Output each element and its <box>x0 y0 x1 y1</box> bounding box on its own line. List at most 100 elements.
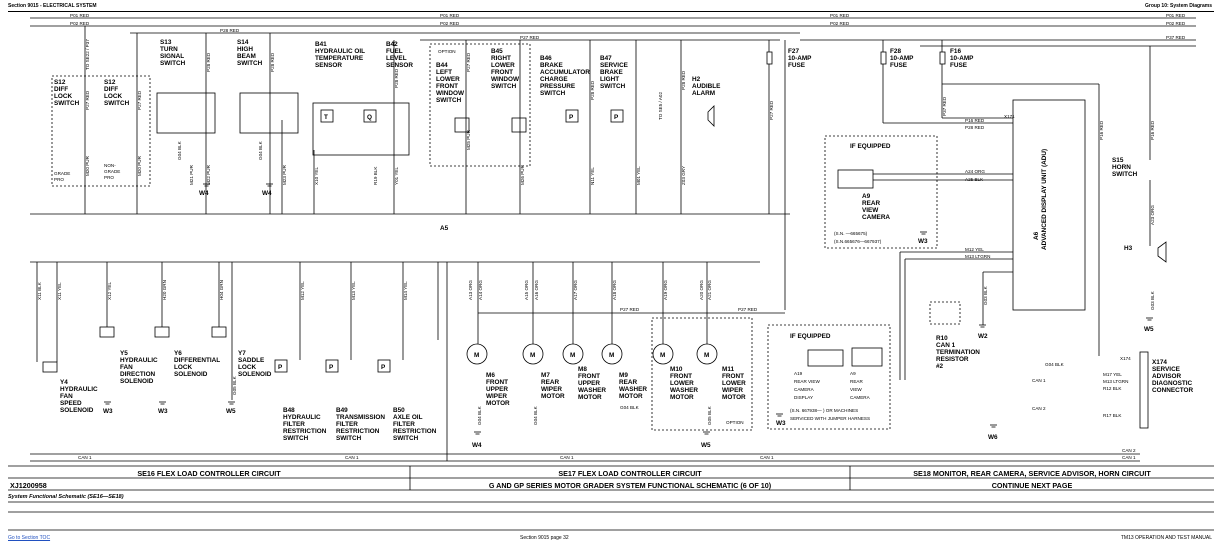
wire-label: M12 YEL <box>300 281 305 300</box>
svg-text:FUEL: FUEL <box>386 48 403 55</box>
wire-label: P28 RED <box>206 52 211 72</box>
a9-camera-label: IF EQUIPPED A9 REAR VIEW CAMERA (S.N. —6… <box>834 143 891 244</box>
m8-label: M8 FRONT UPPER WASHER MOTOR <box>578 366 606 401</box>
svg-text:HYDRAULIC: HYDRAULIC <box>283 414 321 421</box>
svg-text:RESTRICTION: RESTRICTION <box>283 428 327 435</box>
svg-text:SWITCH: SWITCH <box>540 90 566 97</box>
temp-sensor-t: T <box>324 114 328 121</box>
x174-label: X174 SERVICE ADVISOR DIAGNOSTIC CONNECTO… <box>1152 359 1193 394</box>
svg-text:(S.N. 667938— ) OR MACHINES: (S.N. 667938— ) OR MACHINES <box>790 408 858 413</box>
can-label: CAN 2 <box>1032 406 1046 411</box>
svg-text:LOWER: LOWER <box>436 76 460 83</box>
wire-label: G05 BLK <box>232 375 237 395</box>
r10-label: R10 CAN 1 TERMINATION RESISTOR #2 <box>936 335 980 370</box>
m9-label: M9 REAR WASHER MOTOR <box>619 372 647 400</box>
bus-label-p01-mid: P01 RED <box>830 13 850 18</box>
svg-text:DIFFERENTIAL: DIFFERENTIAL <box>174 357 220 364</box>
svg-text:LOCK: LOCK <box>174 364 192 371</box>
continue-next-page: CONTINUE NEXT PAGE <box>991 481 1073 490</box>
svg-text:ADVISOR: ADVISOR <box>1152 373 1182 380</box>
svg-text:F16: F16 <box>950 48 961 55</box>
svg-text:M9: M9 <box>619 372 628 379</box>
bus-label-p01-left: P01 RED <box>70 13 90 18</box>
pressure-switch-p: P <box>614 114 619 121</box>
section-se17: SE17 FLEX LOAD CONTROLLER CIRCUIT <box>558 469 702 478</box>
svg-text:LIGHT: LIGHT <box>600 76 619 83</box>
svg-text:M8: M8 <box>578 366 587 373</box>
svg-text:SOLENOID: SOLENOID <box>60 407 94 414</box>
svg-text:PRESSURE: PRESSURE <box>540 83 576 90</box>
svg-text:REAR: REAR <box>619 379 637 386</box>
m6-label: M6 FRONT UPPER WIPER MOTOR <box>486 372 510 407</box>
b49-label: B49 TRANSMISSION FILTER RESTRICTION SWIT… <box>336 407 385 442</box>
wire-label: P27 RED <box>85 90 90 110</box>
svg-text:WINDOW: WINDOW <box>491 76 520 83</box>
can-label: CAN 1 <box>1122 455 1136 460</box>
svg-text:SPEED: SPEED <box>60 400 82 407</box>
ground-label: W4 <box>199 190 209 197</box>
can-label: CAN 1 <box>345 455 359 460</box>
svg-text:LOCK: LOCK <box>104 93 122 100</box>
a5-label: A5 <box>440 225 449 232</box>
svg-text:WASHER: WASHER <box>578 387 606 394</box>
bus-label-p37: P37 RED <box>1166 35 1186 40</box>
toc-link[interactable]: Go to Section TOC <box>8 535 51 541</box>
motor-m9: M <box>609 352 614 359</box>
bus-label-p01: P01 RED <box>440 13 460 18</box>
svg-text:HYDRAULIC OIL: HYDRAULIC OIL <box>315 48 365 55</box>
svg-text:SENSOR: SENSOR <box>386 62 413 69</box>
wire-label: H04 GRN <box>219 280 224 300</box>
svg-text:BRAKE: BRAKE <box>600 69 623 76</box>
bus-label-p02: P02 RED <box>440 21 460 26</box>
y4-label: Y4 HYDRAULIC FAN SPEED SOLENOID <box>60 379 98 414</box>
wire-label: P16 RED <box>965 118 985 123</box>
svg-text:RESTRICTION: RESTRICTION <box>336 428 380 435</box>
wire-label: P16 RED <box>1099 120 1104 140</box>
svg-text:LEVEL: LEVEL <box>386 55 407 62</box>
svg-text:LOCK: LOCK <box>54 93 72 100</box>
svg-text:B45: B45 <box>491 48 503 55</box>
svg-text:FRONT: FRONT <box>578 373 600 380</box>
svg-text:A9: A9 <box>862 193 871 200</box>
wire-label: A23 ORG <box>1150 205 1155 225</box>
wire-label: P27 RED <box>769 100 774 120</box>
f27-label: F27 10-AMP FUSE <box>788 48 812 69</box>
svg-text:X174: X174 <box>1152 359 1167 366</box>
wire-label: M12 YEL <box>965 247 984 252</box>
bus-label-p02-mid: P02 RED <box>830 21 850 26</box>
svg-text:FAN: FAN <box>60 393 73 400</box>
svg-text:M7: M7 <box>541 372 550 379</box>
svg-text:Y7: Y7 <box>238 350 246 357</box>
svg-text:HYDRAULIC: HYDRAULIC <box>60 386 98 393</box>
m11-label: M11 FRONT LOWER WIPER MOTOR <box>722 366 746 401</box>
wire-label: A14 ORG <box>478 280 483 300</box>
svg-text:SWITCH: SWITCH <box>336 435 362 442</box>
svg-text:MOTOR: MOTOR <box>619 393 643 400</box>
ground-label: W3 <box>103 408 113 415</box>
svg-text:SADDLE: SADDLE <box>238 357 265 364</box>
b45-label: B45 RIGHT LOWER FRONT WINDOW SWITCH <box>491 48 520 90</box>
svg-text:LEFT: LEFT <box>436 69 452 76</box>
wire-label: G05 BLK <box>707 405 712 425</box>
svg-text:MOTOR: MOTOR <box>578 394 602 401</box>
pressure-switch-p: P <box>329 364 334 371</box>
svg-text:CHARGE: CHARGE <box>540 76 568 83</box>
svg-text:DIAGNOSTIC: DIAGNOSTIC <box>1152 380 1193 387</box>
b46-label: B46 BRAKE ACCUMULATOR CHARGE PRESSURE SW… <box>540 55 590 97</box>
wire-label: G04 BLK <box>533 405 538 425</box>
svg-text:NON-: NON- <box>104 163 116 168</box>
svg-text:AXLE OIL: AXLE OIL <box>393 414 423 421</box>
wire-label: Z03 GRY <box>681 166 686 185</box>
svg-text:DIFF: DIFF <box>54 86 68 93</box>
wire-label: G04 BLK <box>1045 362 1065 367</box>
wire-label: TO SE22 / P37 <box>85 39 90 70</box>
svg-text:SERVICE: SERVICE <box>1152 366 1181 373</box>
svg-text:MOTOR: MOTOR <box>541 393 565 400</box>
s14-label: S14 HIGH BEAM SWITCH <box>237 39 263 67</box>
svg-text:SENSOR: SENSOR <box>315 62 342 69</box>
svg-text:FUSE: FUSE <box>788 62 806 69</box>
s13-label: S13 TURN SIGNAL SWITCH <box>160 39 186 67</box>
h3-label: H3 <box>1124 245 1133 252</box>
svg-text:B41: B41 <box>315 41 327 48</box>
svg-text:S12: S12 <box>104 79 116 86</box>
